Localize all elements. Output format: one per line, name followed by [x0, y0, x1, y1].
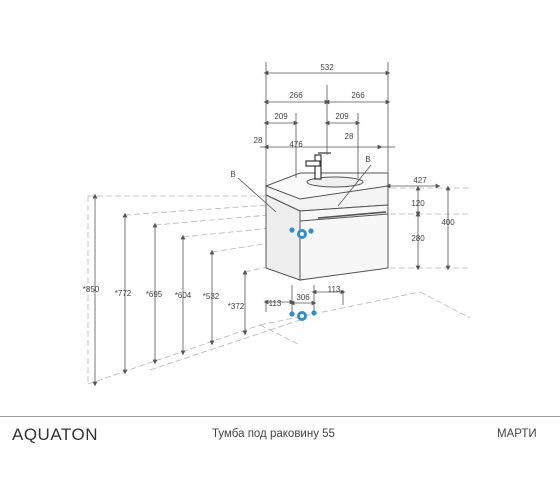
bottom-dimensions [237, 164, 372, 312]
dim-offset-right: 209 [335, 112, 349, 121]
dim-edge-left: 28 [254, 136, 263, 145]
dim-width-total: 532 [320, 63, 334, 72]
product-title: Тумба под раковину 55 [212, 428, 335, 440]
brand-logo: AQUATON [12, 425, 98, 444]
dim-h-772: *772 [115, 289, 132, 298]
dim-top-height: 120 [411, 199, 425, 208]
pipe-outlets [289, 227, 317, 321]
dim-half-left: 266 [289, 91, 303, 100]
dim-body-height: 280 [411, 234, 425, 243]
dimension-labels: 532 266 266 209 209 28 476 28 B B 427 12… [83, 63, 455, 311]
left-dimensions [92, 193, 248, 387]
footer-divider [0, 416, 560, 417]
dim-pipe-right: 113 [328, 285, 341, 294]
dim-pipe-left: 113 [269, 299, 282, 308]
dim-offset-left: 209 [274, 112, 288, 121]
dim-h-532: *532 [203, 292, 220, 301]
dim-h-695: *695 [146, 290, 163, 299]
right-dimensions [385, 183, 451, 271]
label-b-left: B [230, 170, 235, 179]
dim-pipe-span: 306 [296, 293, 310, 302]
dim-depth: 427 [413, 176, 427, 185]
faucet-icon [305, 152, 331, 180]
dim-half-right: 266 [351, 91, 365, 100]
top-dimensions [260, 62, 395, 186]
series-name: МАРТИ [497, 428, 537, 440]
cabinet-body [265, 185, 389, 281]
dim-total-height: 400 [441, 218, 455, 227]
label-b-right: B [365, 155, 370, 164]
dim-edge-right: 28 [345, 132, 354, 141]
dim-h-372: *372 [228, 302, 245, 311]
dim-inner-width: 476 [289, 140, 303, 149]
dim-h-604: *604 [175, 291, 192, 300]
dim-h-850: *850 [83, 285, 100, 294]
